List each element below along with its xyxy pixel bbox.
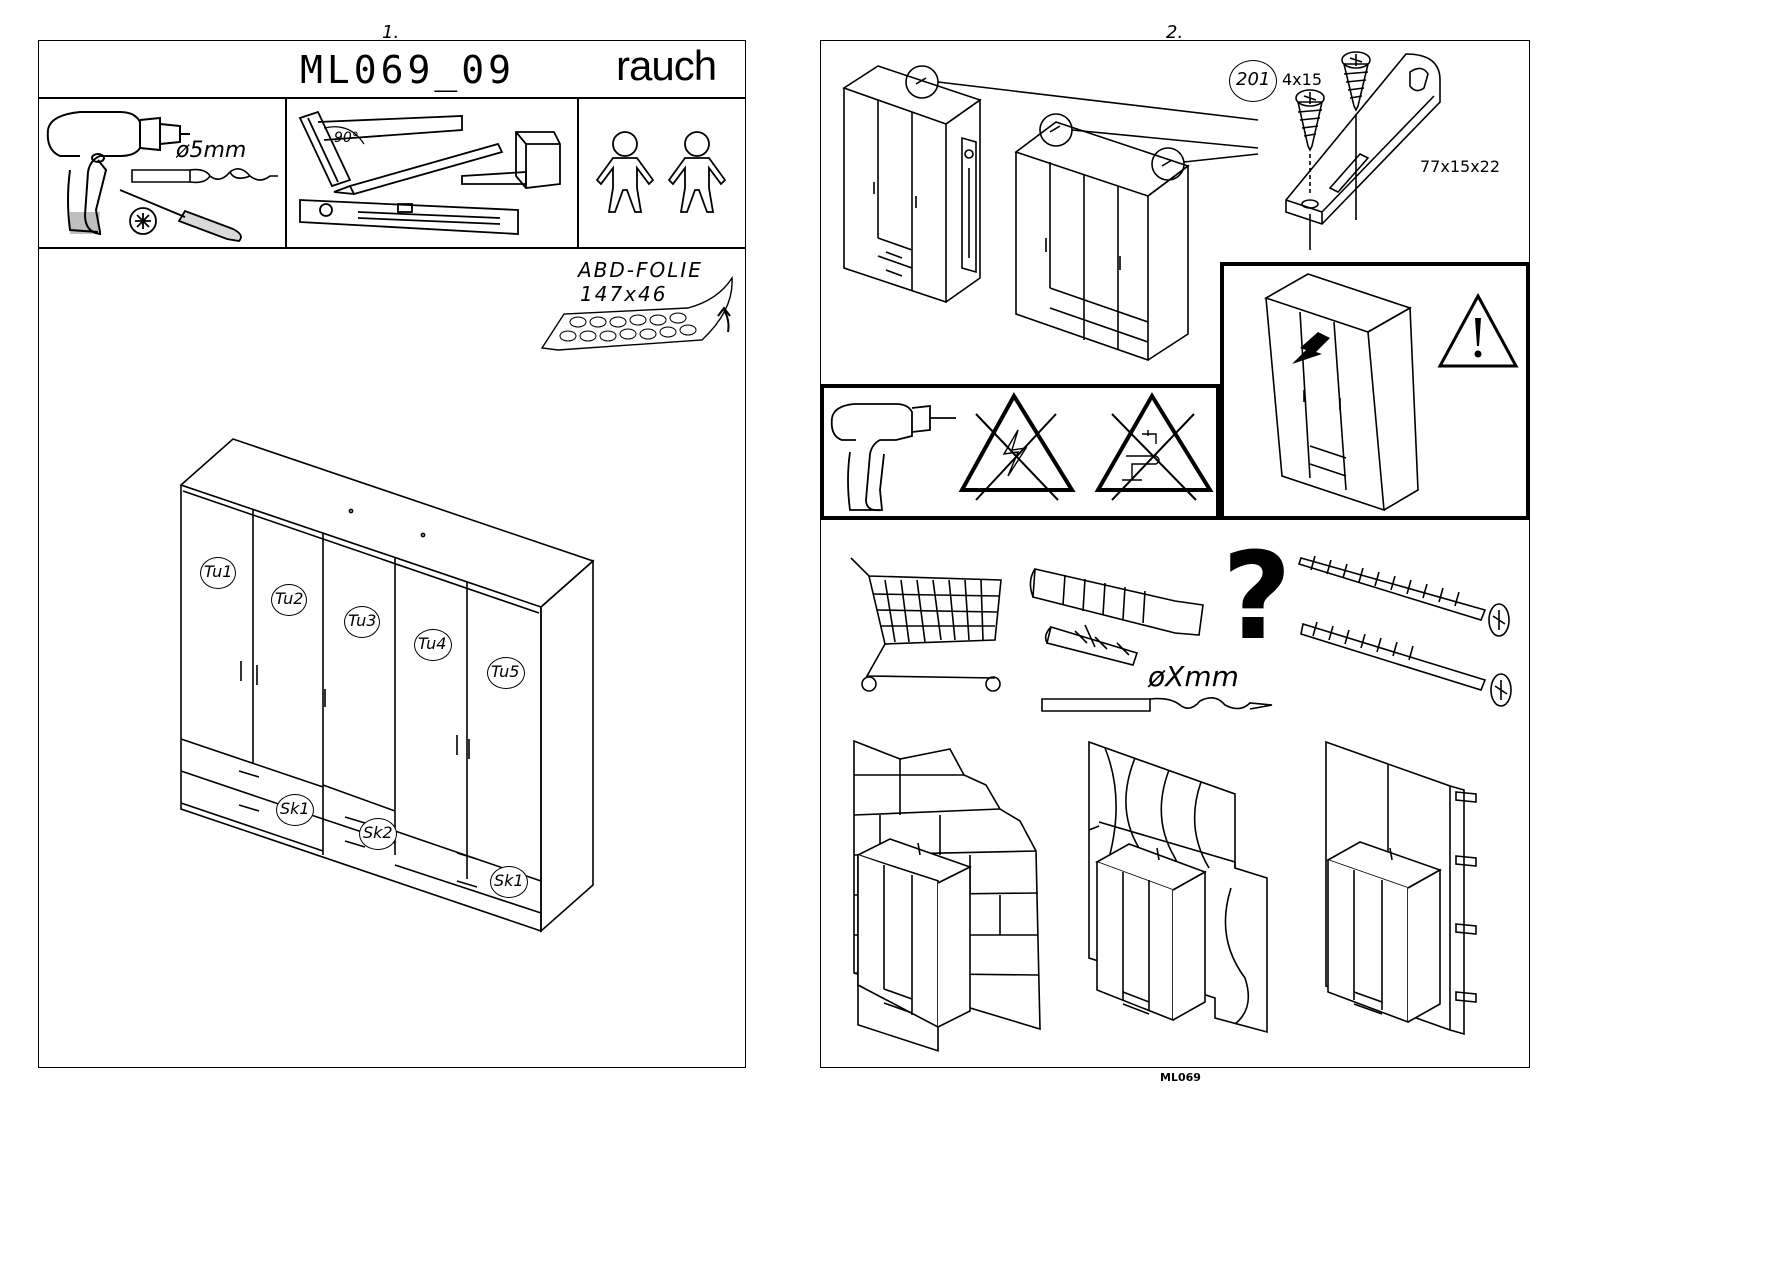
wardrobe-illustration <box>179 438 595 933</box>
drawer-label-sk1-left: Sk1 <box>280 799 310 818</box>
door-label-tu3: Tu3 <box>348 611 377 630</box>
foil-sheet-icon <box>540 275 733 351</box>
header-divider <box>38 97 746 99</box>
part-number-badge <box>1229 60 1277 102</box>
drill-icon <box>46 111 190 236</box>
shopping-cart-icon <box>850 557 1002 692</box>
brand-logo: rauch <box>616 42 717 89</box>
set-square-icon <box>298 110 352 188</box>
foil-label-line1: ABD-FOLIE <box>578 258 703 282</box>
brick-wall-illustration <box>853 739 1041 1052</box>
page-number-right: 2. <box>1166 22 1184 43</box>
person-icon <box>595 131 655 213</box>
wall-plug-icon <box>1029 568 1204 666</box>
screw-icon <box>1295 89 1325 152</box>
right-page-frame <box>820 40 1530 1068</box>
drill-bit-icon <box>131 168 278 184</box>
drill-bit-icon <box>1041 697 1273 712</box>
question-mark: ? <box>1222 528 1292 667</box>
no-drill-illustration <box>830 392 1214 512</box>
door-label-badge <box>414 629 452 661</box>
drawer-label-badge <box>359 818 397 850</box>
drawer-label-sk1-right: Sk1 <box>494 871 524 890</box>
screwdriver-icon <box>119 189 242 242</box>
door-label-badge <box>271 584 307 616</box>
drawer-label-badge <box>490 866 528 898</box>
spirit-level-icon <box>299 199 519 235</box>
model-code: ML069_09 <box>300 48 516 92</box>
tools-col-divider-1 <box>285 97 287 247</box>
bracket-and-screws-icon <box>1285 51 1441 250</box>
drawer-label-sk2: Sk2 <box>363 823 393 842</box>
no-drill-box <box>820 384 1220 520</box>
door-label-tu1: Tu1 <box>204 562 233 581</box>
long-screws-icon <box>1297 555 1512 707</box>
tools-col-divider-2 <box>577 97 579 247</box>
door-label-tu4: Tu4 <box>418 634 447 653</box>
drawer-label-badge <box>276 794 314 826</box>
pencil-icon <box>348 142 504 196</box>
warning-icon <box>1437 292 1519 368</box>
screw-size-label: 4x15 <box>1282 70 1323 89</box>
door-label-badge <box>487 657 525 689</box>
part-number: 201 <box>1236 69 1271 90</box>
tools-divider <box>38 247 746 249</box>
foil-label-line2: 147x46 <box>580 282 668 306</box>
door-label-tu2: Tu2 <box>275 589 304 608</box>
drill-size-label: ø5mm <box>176 138 247 163</box>
two-persons-icon <box>595 131 727 213</box>
tip-warning-illustration <box>1264 273 1519 512</box>
angle-label: 90° <box>334 130 359 146</box>
door-label-badge <box>344 606 380 638</box>
stud-wall-illustration <box>1325 740 1477 1036</box>
measuring-tools-group <box>298 110 561 235</box>
page-number-left: 1. <box>382 22 400 43</box>
wood-wall-illustration <box>1088 740 1268 1034</box>
door-label-tu5: Tu5 <box>491 662 520 681</box>
tape-measure-icon <box>515 131 561 189</box>
left-page-frame <box>38 40 746 1068</box>
footer-code: ML069 <box>1160 1071 1201 1084</box>
bracket-size-label: 77x15x22 <box>1420 157 1501 176</box>
door-label-badge <box>200 557 236 589</box>
drill-size-variable: øXmm <box>1148 660 1239 693</box>
tip-warning-box <box>1220 262 1530 520</box>
wall-fixing-diagram <box>842 65 1259 362</box>
